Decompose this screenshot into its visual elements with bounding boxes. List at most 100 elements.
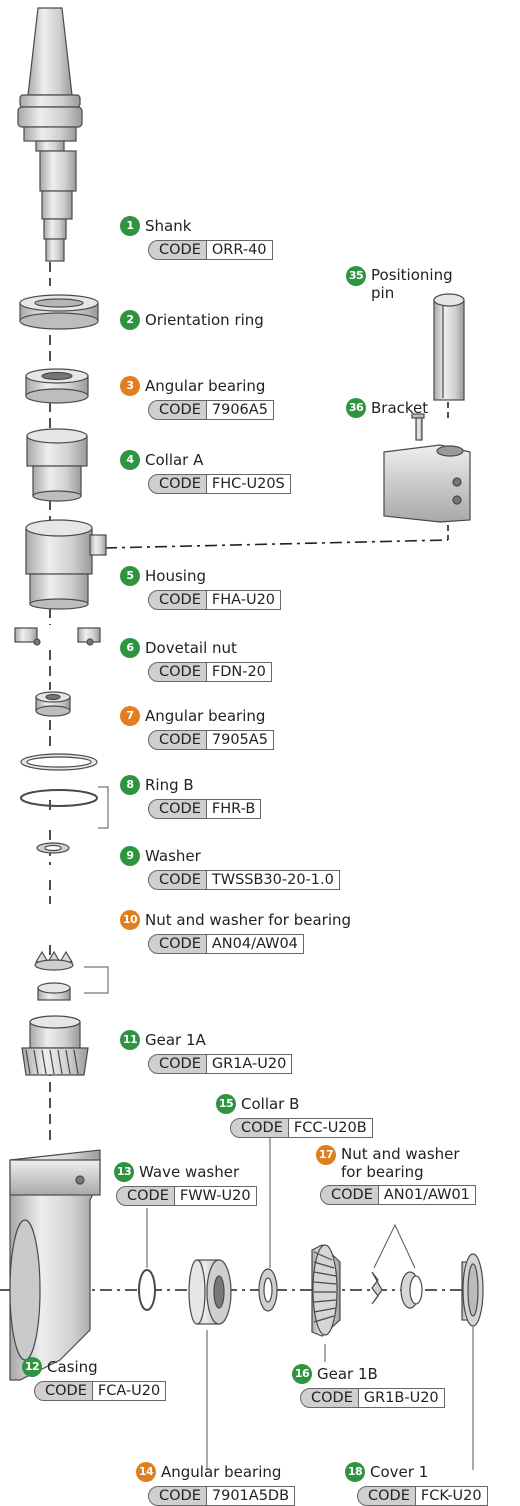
- code-key: CODE: [148, 870, 207, 890]
- part-name: Bracket: [371, 399, 429, 417]
- part-number-badge: 15: [216, 1094, 236, 1114]
- code-key: CODE: [148, 934, 207, 954]
- code-value: FHR-B: [206, 799, 262, 819]
- part-number-badge: 3: [120, 376, 140, 396]
- code-key: CODE: [357, 1486, 416, 1506]
- code-value: 7906A5: [206, 400, 274, 420]
- code-key: CODE: [148, 240, 207, 260]
- code-value: FDN-20: [206, 662, 272, 682]
- part-number-badge: 17: [316, 1145, 336, 1165]
- part-number-badge: 4: [120, 450, 140, 470]
- washer-drawing: [36, 842, 70, 854]
- shank-drawing: [17, 7, 83, 262]
- collar-a-drawing: [26, 428, 88, 502]
- part-name: Dovetail nut: [145, 639, 237, 657]
- nut-washer-10-drawing: [34, 950, 74, 1001]
- leader-nut-washer-17: [373, 1223, 416, 1269]
- part-number-badge: 13: [114, 1162, 134, 1182]
- part-number-badge: 2: [120, 310, 140, 330]
- casing-drawing: [9, 1149, 101, 1381]
- part-name-line-2: for bearing: [341, 1163, 424, 1181]
- part-name: Shank: [145, 217, 192, 235]
- part-name: Collar B: [241, 1095, 300, 1113]
- part-number-badge: 35: [346, 266, 366, 286]
- code-value: ORR-40: [206, 240, 273, 260]
- part-2-orientation-ring: 2 Orientation ring: [120, 310, 264, 330]
- part-number-badge: 18: [345, 1462, 365, 1482]
- code-key: CODE: [320, 1185, 379, 1205]
- part-number-badge: 7: [120, 706, 140, 726]
- part-name: Ring B: [145, 776, 194, 794]
- part-name: Gear 1B: [317, 1365, 378, 1383]
- ring-b-drawing: [20, 753, 98, 807]
- code-value: GR1B-U20: [358, 1388, 445, 1408]
- code-key: CODE: [34, 1381, 93, 1401]
- code-key: CODE: [148, 799, 207, 819]
- dovetail-nut-drawing: [14, 627, 101, 646]
- part-name-line-1: Nut and washer: [341, 1145, 460, 1163]
- part-number-badge: 14: [136, 1462, 156, 1482]
- part-name: Angular bearing: [145, 377, 266, 395]
- bracket-ring-b: [98, 786, 109, 829]
- code-value: GR1A-U20: [206, 1054, 293, 1074]
- code-key: CODE: [230, 1118, 289, 1138]
- part-number-badge: 1: [120, 216, 140, 236]
- code-key: CODE: [300, 1388, 359, 1408]
- gear-1b-drawing: [311, 1244, 341, 1337]
- gear-1a-drawing: [21, 1015, 89, 1076]
- part-name: Casing: [47, 1358, 98, 1376]
- part-number-badge: 5: [120, 566, 140, 586]
- code-value: AN01/AW01: [378, 1185, 476, 1205]
- part-name: Housing: [145, 567, 206, 585]
- housing-drawing: [25, 519, 107, 610]
- code-value: FHA-U20: [206, 590, 282, 610]
- code-key: CODE: [148, 474, 207, 494]
- part-number-badge: 10: [120, 910, 140, 930]
- part-number-badge: 8: [120, 775, 140, 795]
- part-name-line-2: pin: [371, 284, 395, 302]
- angular-bearing-14-drawing: [188, 1259, 232, 1325]
- part-name: Orientation ring: [145, 311, 264, 329]
- angular-bearing-7-drawing: [35, 691, 71, 717]
- part-name: Washer: [145, 847, 201, 865]
- part-name: Collar A: [145, 451, 204, 469]
- part-name: Nut and washer for bearing: [145, 911, 352, 929]
- angular-bearing-3-drawing: [25, 368, 89, 404]
- part-number-badge: 6: [120, 638, 140, 658]
- code-value: 7901A5DB: [206, 1486, 296, 1506]
- code-value: FCA-U20: [92, 1381, 167, 1401]
- part-name: Cover 1: [370, 1463, 429, 1481]
- cover-1-drawing: [461, 1253, 484, 1327]
- nut-washer-17-drawing: [371, 1271, 423, 1309]
